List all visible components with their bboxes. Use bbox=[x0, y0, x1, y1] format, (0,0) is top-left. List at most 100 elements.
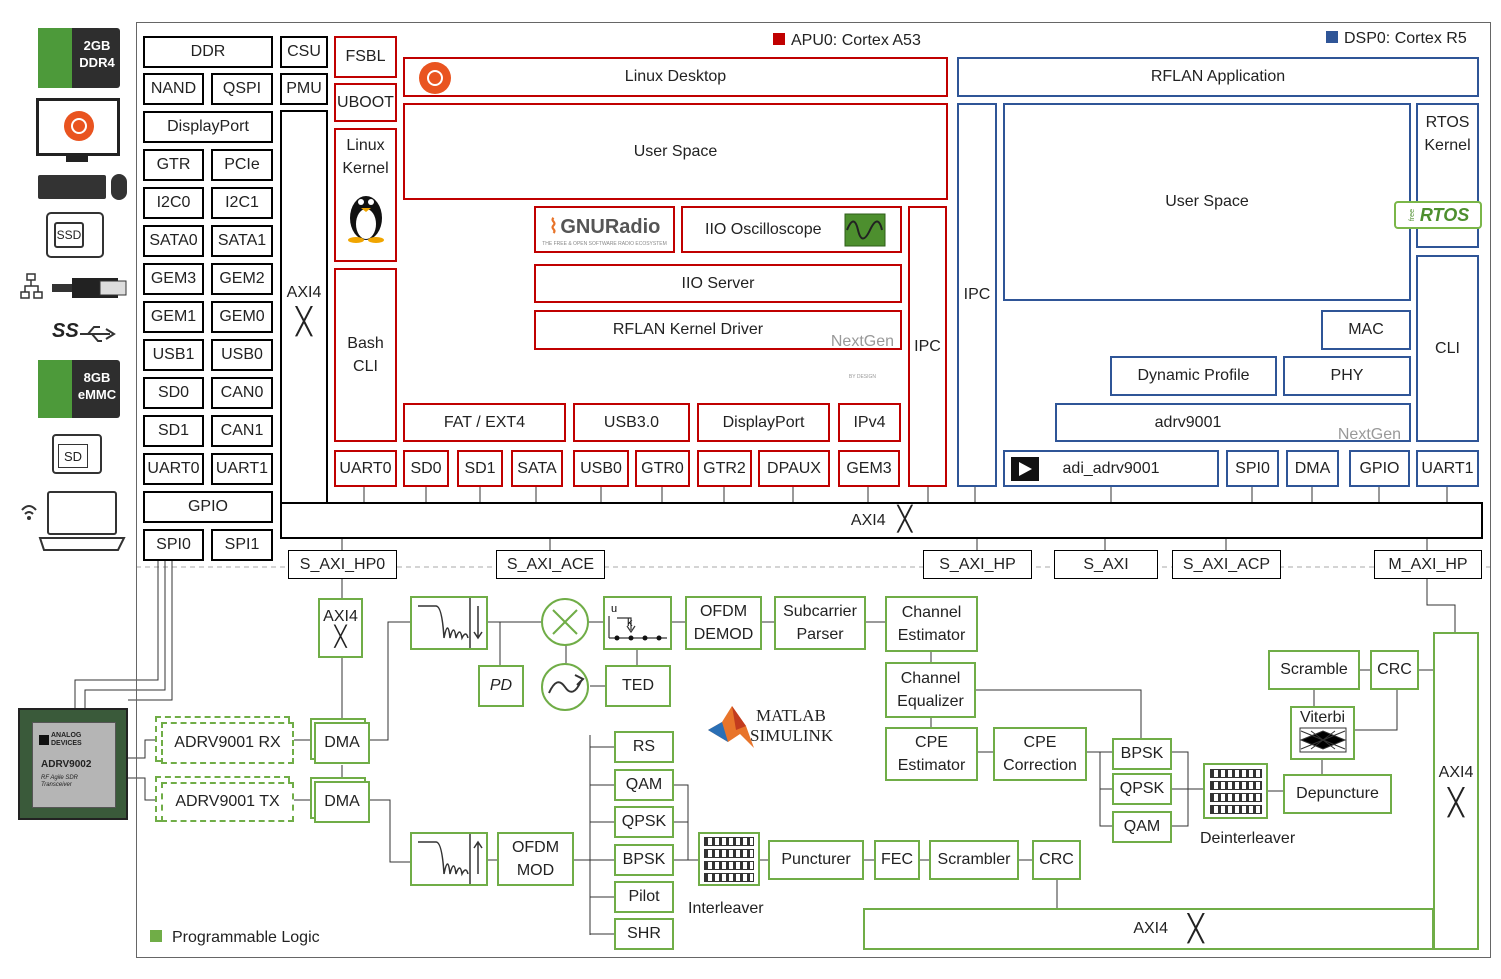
ps-periph-ddr: DDR bbox=[143, 36, 273, 68]
ps-periph-sd0: SD0 bbox=[143, 377, 204, 409]
ofdm-demod-block: OFDM DEMOD bbox=[685, 596, 762, 650]
map-pilot: Pilot bbox=[614, 881, 674, 913]
crossbar-icon: ╳ bbox=[334, 625, 347, 648]
apu-legend-swatch bbox=[773, 33, 785, 45]
linux-kernel-block: Linux Kernel bbox=[334, 128, 397, 262]
freertos-label: RTOS bbox=[1419, 204, 1470, 225]
uboot-block: UBOOT bbox=[334, 83, 397, 122]
puncturer-block: Puncturer bbox=[768, 840, 864, 880]
nextgen-sublabel: BY DESIGN bbox=[848, 374, 876, 380]
map-rs: RS bbox=[614, 731, 674, 763]
ps-periph-nand: NAND bbox=[143, 73, 204, 105]
ps-periph-gem2: GEM2 bbox=[211, 263, 273, 295]
ps-periph-usb1: USB1 bbox=[143, 339, 204, 371]
depuncture-block: Depuncture bbox=[1283, 774, 1392, 814]
monitor-icon bbox=[36, 98, 120, 156]
dsp-legend-label: DSP0: Cortex R5 bbox=[1344, 30, 1467, 47]
gnuradio-icon: ⌇ bbox=[548, 215, 559, 238]
gnuradio-block: ⌇ GNURadio THE FREE & OPEN SOFTWARE RADI… bbox=[534, 206, 675, 253]
iface-m-axi-hp: M_AXI_HP bbox=[1374, 550, 1482, 579]
mouse-icon bbox=[111, 174, 127, 200]
ted-k-label: k bbox=[627, 617, 633, 629]
ps-periph-gem0: GEM0 bbox=[211, 301, 273, 333]
lowpass-interpolate-icon bbox=[418, 834, 483, 884]
ubuntu-logo-icon bbox=[64, 111, 94, 141]
ps-periph-gtr: GTR bbox=[143, 149, 204, 181]
adrv9001-block: adrv9001 NextGen BY DESIGN bbox=[1055, 403, 1411, 473]
phy-block: PHY bbox=[1283, 356, 1411, 396]
dsp-user-space: User Space bbox=[1003, 103, 1411, 301]
map-qpsk: QPSK bbox=[614, 806, 674, 838]
adi-part-label: ADRV9002 bbox=[41, 759, 92, 770]
ps-periph-sata1: SATA1 bbox=[211, 225, 273, 257]
lowpass-decimate-icon bbox=[418, 598, 483, 648]
interleaver-matrix-icon bbox=[1209, 768, 1262, 814]
apu-ipc-block: IPC bbox=[908, 206, 947, 487]
apu-port-sd0: SD0 bbox=[403, 450, 449, 487]
crossbar-icon: ╳ bbox=[1188, 913, 1204, 944]
ted-block: TED bbox=[605, 665, 671, 707]
sampler-icon: u k bbox=[608, 603, 667, 641]
pl-axi4-bottom-label: AXI4 bbox=[1133, 920, 1169, 938]
linux-desktop-label: Linux Desktop bbox=[624, 68, 727, 86]
adrv9001-rx-front: ADRV9001 RX bbox=[161, 722, 294, 764]
cpe-correction-block: CPE Correction bbox=[993, 727, 1087, 781]
scramble-block: Scramble bbox=[1268, 650, 1360, 690]
sd-card-label: SD bbox=[58, 444, 88, 468]
nextgen-logo: NextGen BY DESIGN bbox=[831, 318, 894, 382]
sd-card-icon: SD bbox=[52, 434, 102, 474]
adi-play-logo-icon bbox=[1011, 457, 1039, 481]
rtos-kernel-label: RTOS Kernel bbox=[1424, 114, 1471, 155]
iio-oscilloscope-block: IIO Oscilloscope bbox=[681, 206, 902, 253]
nco-icon bbox=[541, 663, 589, 711]
dsp-ipc-block: IPC bbox=[957, 103, 997, 487]
ps-axi4-interconnect: AXI4 ╳ bbox=[280, 502, 1483, 539]
dsp-port-spi0: SPI0 bbox=[1226, 450, 1279, 487]
interleaver-block bbox=[698, 832, 760, 886]
usb-ss-label: SS bbox=[52, 320, 79, 342]
apu-port-sd1: SD1 bbox=[457, 450, 503, 487]
rtos-kernel-block: RTOS Kernel free RTOS bbox=[1394, 103, 1482, 248]
ps-periph-spi1: SPI1 bbox=[211, 529, 273, 561]
crossbar-icon: ╳ bbox=[296, 306, 312, 337]
displayport-stack-block: DisplayPort bbox=[697, 403, 830, 442]
apu-user-space: User Space bbox=[403, 103, 948, 200]
ps-periph-gem3: GEM3 bbox=[143, 263, 204, 295]
interleaver-matrix-icon bbox=[704, 836, 754, 882]
pd-label: PD bbox=[489, 677, 513, 695]
map-bpsk: BPSK bbox=[614, 844, 674, 876]
ted-u-label: u bbox=[611, 603, 617, 615]
ps-periph-can1: CAN1 bbox=[211, 415, 273, 447]
nextgen-label: NextGen bbox=[1337, 426, 1401, 443]
ps-periph-pcie: PCIe bbox=[211, 149, 273, 181]
ps-periph-gem1: GEM1 bbox=[143, 301, 204, 333]
iface-s-axi-ace: S_AXI_ACE bbox=[496, 550, 605, 579]
iface-s-axi-hp0: S_AXI_HP0 bbox=[288, 550, 397, 579]
dsp-legend-swatch bbox=[1326, 31, 1338, 43]
deinterleaver-label: Deinterleaver bbox=[1200, 830, 1296, 847]
tux-penguin-icon bbox=[347, 196, 384, 244]
iio-oscilloscope-label: IIO Oscilloscope bbox=[705, 220, 822, 238]
timing-recovery-block: u k bbox=[603, 596, 672, 650]
deinterleaver-block bbox=[1203, 763, 1268, 819]
csu-block: CSU bbox=[280, 36, 328, 68]
pl-legend-label: Programmable Logic bbox=[172, 929, 320, 946]
ps-periph-i2c1: I2C1 bbox=[211, 187, 273, 219]
adi-adrv9001-label: adi_adrv9001 bbox=[1062, 459, 1160, 477]
ps-periph-sata0: SATA0 bbox=[143, 225, 204, 257]
fec-block: FEC bbox=[874, 840, 920, 880]
ps-axi4-interconnect-label: AXI4 bbox=[850, 511, 886, 529]
mixer-icon bbox=[541, 598, 589, 646]
adrv9002-chip: ANALOG DEVICES ADRV9002 RF Agile SDR Tra… bbox=[18, 708, 128, 820]
map-shr: SHR bbox=[614, 918, 674, 950]
dsp-port-dma: DMA bbox=[1286, 450, 1339, 487]
matlab-membrane-icon bbox=[708, 706, 754, 748]
viterbi-label: Viterbi bbox=[1299, 709, 1346, 726]
freertos-prefix: free bbox=[1408, 208, 1416, 222]
ps-periph-usb0: USB0 bbox=[211, 339, 273, 371]
apu-port-usb0: USB0 bbox=[573, 450, 629, 487]
pl-legend-swatch bbox=[150, 930, 162, 942]
ps-axi4-vertical-label: AXI4 bbox=[286, 283, 322, 301]
ps-periph-i2c0: I2C0 bbox=[143, 187, 204, 219]
adi-brand-label: ANALOG DEVICES bbox=[51, 732, 82, 747]
